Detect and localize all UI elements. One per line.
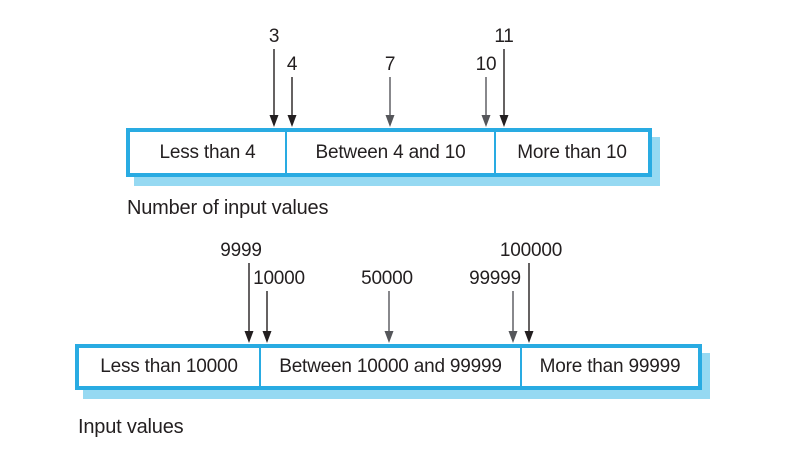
partition-segment: Between 10000 and 99999 [259,348,520,386]
partition-segment: Less than 4 [159,141,256,163]
arrow-head-icon [385,115,395,127]
partition-segment: Between 4 and 10 [285,132,494,173]
partition-segment: More than 99999 [520,348,698,386]
arrow-head-icon [269,115,279,127]
boundary-value-label: 11 [494,26,514,47]
boundary-value-label: 10000 [253,268,305,289]
arrow-head-icon [384,331,394,343]
diagram-caption: Input values [78,416,184,438]
boundary-value-label: 7 [384,54,396,75]
arrow-head-icon [499,115,509,127]
arrow-head-icon [262,331,272,343]
arrow-head-icon [524,331,534,343]
boundary-value-label: 3 [268,26,280,47]
partition-bar-number-of-inputs: Less than 4 Between 4 and 10 More than 1… [126,128,652,177]
arrow-head-icon [287,115,297,127]
boundary-value-label: 100000 [499,240,563,261]
arrow-head-icon [508,331,518,343]
diagram-caption: Number of input values [127,197,329,219]
partition-segment: Less than 10000 [100,356,238,377]
boundary-value-label: 4 [286,54,298,75]
boundary-value-label: 99999 [469,268,521,289]
partition-bar-input-values: Less than 10000 Between 10000 and 99999 … [75,344,702,390]
boundary-value-label: 50000 [361,268,413,289]
boundary-value-label: 9999 [220,240,262,261]
partition-segment: More than 10 [494,132,648,173]
arrow-head-icon [481,115,491,127]
arrow-head-icon [244,331,254,343]
boundary-value-label: 10 [475,54,497,75]
